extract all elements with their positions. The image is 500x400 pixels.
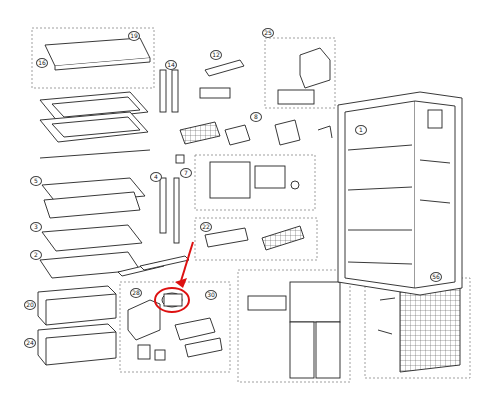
callout-number: 2 xyxy=(30,250,42,260)
callout-number: 30 xyxy=(205,290,217,300)
callout-number: 22 xyxy=(200,222,212,232)
callout-number: 14 xyxy=(165,60,177,70)
callout-number: 16 xyxy=(36,58,48,68)
callout-number: 4 xyxy=(150,172,162,182)
callout-number: 19 xyxy=(128,31,140,41)
callout-number: 12 xyxy=(210,50,222,60)
callout-number: 28 xyxy=(130,288,142,298)
callout-number: 20 xyxy=(24,300,36,310)
callout-number: 3 xyxy=(30,222,42,232)
callout-number: 25 xyxy=(262,28,274,38)
callout-number: 56 xyxy=(430,272,442,282)
callout-number: 5 xyxy=(30,176,42,186)
callout-number: 1 xyxy=(355,125,367,135)
callout-number: 7 xyxy=(180,168,192,178)
callout-number: 24 xyxy=(24,338,36,348)
callout-number: 8 xyxy=(250,112,262,122)
